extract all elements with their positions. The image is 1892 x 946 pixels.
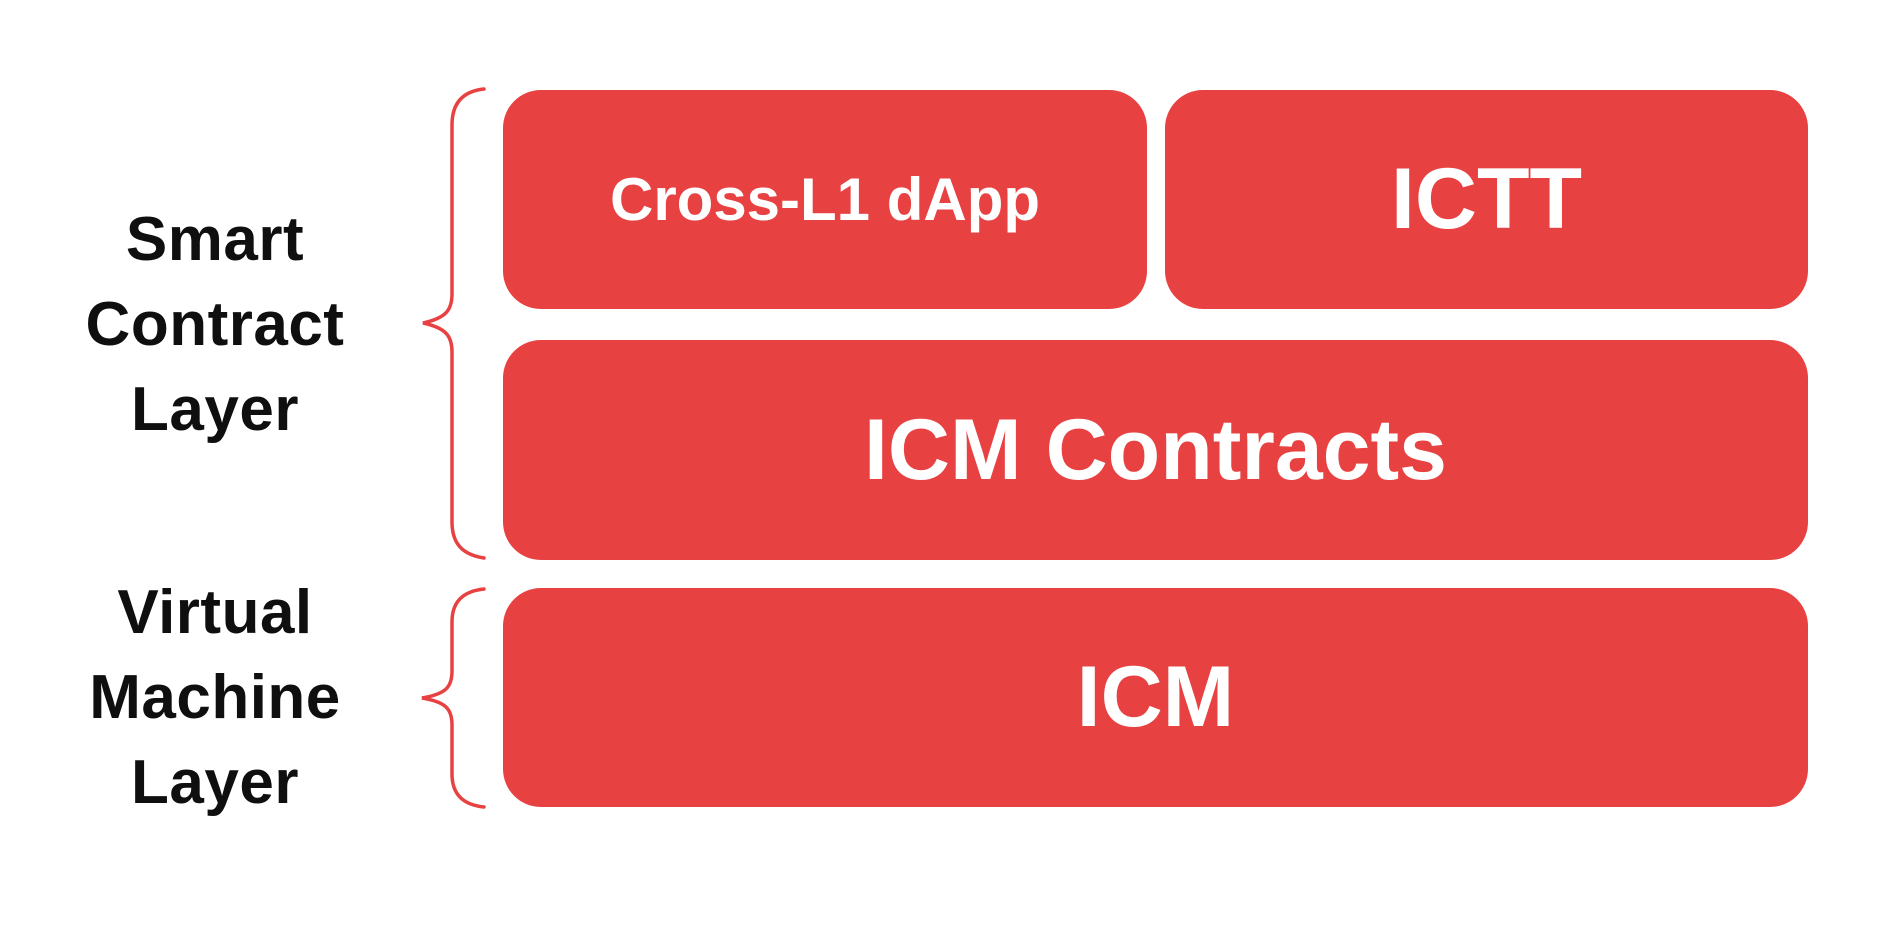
box-label-ictt: ICTT — [1390, 151, 1583, 247]
box-label-cross-l1-dapp: Cross-L1 dApp — [609, 166, 1041, 233]
label-line-smart: Smart — [125, 205, 305, 274]
label-line-virtual: Virtual — [117, 578, 313, 647]
label-line-machine: Machine — [89, 663, 341, 732]
label-line-layer: Layer — [131, 375, 299, 444]
label-virtual-machine-layer: Virtual Machine Layer — [10, 570, 420, 825]
box-label-icm-contracts: ICM Contracts — [864, 401, 1447, 498]
box-icm-contracts: ICM Contracts — [503, 340, 1808, 560]
label-line-contract: Contract — [85, 290, 345, 359]
box-cross-l1-dapp: Cross-L1 dApp — [503, 90, 1147, 309]
brace-smart-contract-layer-icon — [422, 87, 486, 560]
brace-virtual-machine-layer-icon — [421, 587, 486, 809]
box-icm: ICM — [503, 588, 1808, 807]
label-line-layer2: Layer — [131, 748, 299, 817]
label-smart-contract-layer: Smart Contract Layer — [10, 197, 420, 452]
box-ictt: ICTT — [1165, 90, 1808, 309]
box-label-icm: ICM — [1076, 649, 1235, 745]
